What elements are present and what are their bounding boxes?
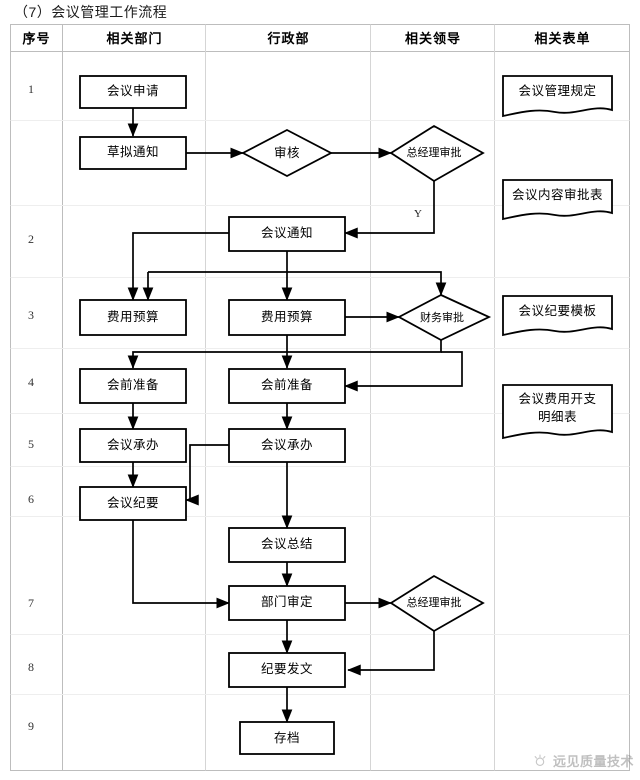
row-number-7: 7 xyxy=(28,596,34,610)
doc-expense-detail-shape xyxy=(502,384,613,440)
row-number-8: 8 xyxy=(28,660,34,674)
row-number-4: 4 xyxy=(28,375,34,389)
column-header-dept: 相关部门 xyxy=(106,31,163,46)
node-dept-approval-shape xyxy=(228,585,346,621)
column-header-forms: 相关表单 xyxy=(534,31,591,46)
sparkle-icon xyxy=(534,753,546,766)
node-meeting-minutes-shape xyxy=(79,486,187,521)
node-meeting-summary-shape xyxy=(228,527,346,563)
doc-minutes-template-shape xyxy=(502,295,613,337)
node-cost-budget-dept-shape xyxy=(79,299,187,336)
column-header-leader: 相关领导 xyxy=(404,31,461,46)
node-meeting-host-dept-shape xyxy=(79,428,187,463)
page-title: （7）会议管理工作流程 xyxy=(14,4,168,20)
doc-content-approval-shape xyxy=(502,179,613,221)
node-archive-shape xyxy=(239,721,335,755)
node-gm-approval-1-shape xyxy=(389,124,485,183)
node-meeting-host-admin-shape xyxy=(228,428,346,463)
row-number-1: 1 xyxy=(28,82,34,96)
node-meeting-notice-shape xyxy=(228,216,346,252)
node-gm-approval-2-shape xyxy=(389,574,485,633)
node-review-shape xyxy=(241,128,333,178)
node-meeting-application-shape xyxy=(79,75,187,109)
column-header-admin: 行政部 xyxy=(267,31,310,46)
row-number-5: 5 xyxy=(28,437,34,451)
node-pre-meeting-admin-shape xyxy=(228,368,346,404)
row-number-2: 2 xyxy=(28,232,34,246)
row-number-9: 9 xyxy=(28,719,34,733)
node-finance-approval-shape xyxy=(397,293,492,342)
row-number-3: 3 xyxy=(28,308,34,322)
watermark-text: 远见质量技术 xyxy=(552,754,634,769)
watermark: 远见质量技术 xyxy=(532,751,634,770)
node-cost-budget-admin-shape xyxy=(228,299,346,336)
doc-meeting-rules-shape xyxy=(502,75,613,118)
node-pre-meeting-dept-shape xyxy=(79,368,187,404)
row-number-6: 6 xyxy=(28,492,34,506)
node-minutes-issue-shape xyxy=(228,652,346,688)
column-header-seq: 序号 xyxy=(22,31,51,46)
node-draft-notice-shape xyxy=(79,136,187,170)
edge-label-yes: Y xyxy=(414,208,422,220)
